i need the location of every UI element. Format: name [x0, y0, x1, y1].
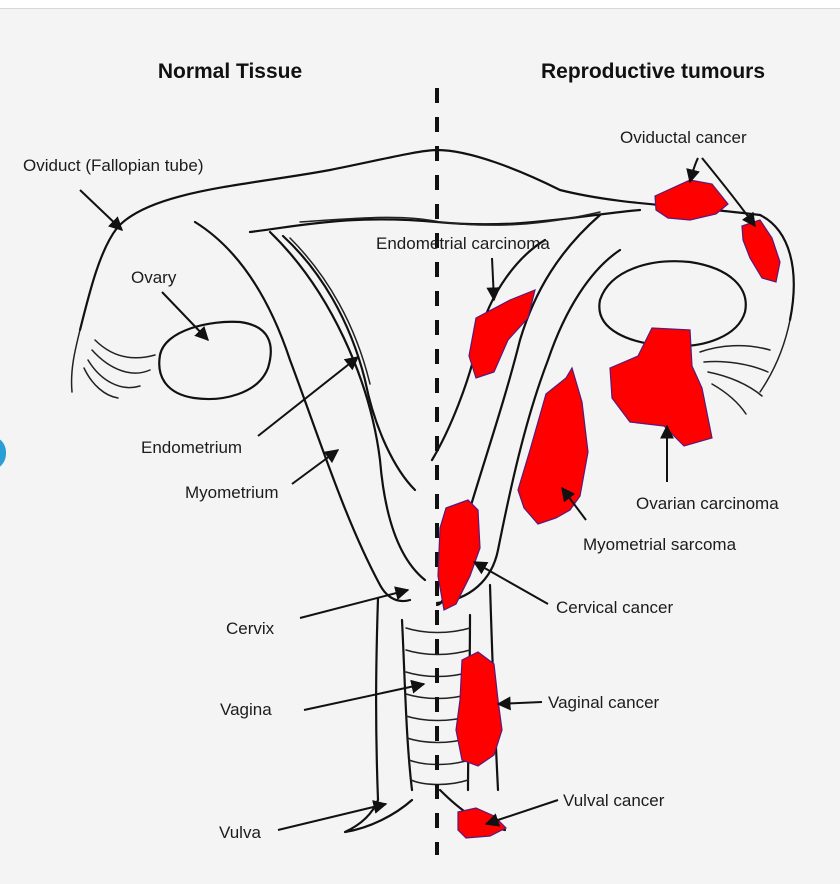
label-oviduct: Oviduct (Fallopian tube) [23, 156, 203, 175]
tumour-vaginal [455, 651, 503, 767]
label-myometrium: Myometrium [185, 483, 279, 502]
heading-normal-tissue: Normal Tissue [158, 60, 302, 83]
arrow-cervical [472, 561, 549, 605]
tumour-oviductal-upper [654, 179, 729, 221]
label-endometrial-carcinoma: Endometrial carcinoma [376, 234, 550, 253]
tumour-oviductal-lower [741, 219, 781, 283]
label-vaginal-cancer: Vaginal cancer [548, 693, 660, 712]
arrow-endometrial [486, 257, 501, 302]
arrow-vulval [484, 799, 559, 827]
arrow-vaginal [496, 696, 543, 711]
label-ovary: Ovary [131, 268, 177, 287]
tumour-vulval [457, 807, 508, 839]
tumour-ovarian [609, 327, 713, 447]
ovary-left [158, 320, 272, 401]
label-vulva: Vulva [219, 823, 261, 842]
normal-arrows [79, 189, 426, 831]
arrow-myometrial [561, 486, 587, 521]
label-cervix: Cervix [226, 619, 275, 638]
window-top-bar [0, 0, 840, 9]
arrow-cervix [299, 586, 410, 619]
arrow-vulva [277, 800, 388, 831]
label-vagina: Vagina [220, 700, 272, 719]
label-vulval-cancer: Vulval cancer [563, 791, 665, 810]
arrow-myometrium [291, 449, 340, 485]
ovary-right [598, 260, 747, 348]
heading-reproductive-tumours: Reproductive tumours [541, 60, 765, 83]
arrow-endometrium [257, 356, 360, 437]
arrow-oviductal-lower [701, 157, 756, 228]
tumour-myometrial [517, 366, 589, 525]
tumour-cervical [437, 499, 481, 611]
label-ovarian-carcinoma: Ovarian carcinoma [636, 494, 779, 513]
arrow-ovary [161, 291, 209, 342]
label-endometrium: Endometrium [141, 438, 242, 457]
fimbriae [70, 319, 791, 415]
arrow-oviduct [79, 189, 124, 231]
arrow-oviductal-upper [686, 157, 700, 184]
side-handle[interactable] [0, 436, 6, 470]
label-cervical-cancer: Cervical cancer [556, 598, 673, 617]
label-myometrial-sarcoma: Myometrial sarcoma [583, 535, 737, 554]
tumour-endometrial [468, 289, 536, 379]
label-oviductal-cancer: Oviductal cancer [620, 128, 747, 147]
tumour-arrows [472, 157, 756, 827]
arrow-vagina [303, 679, 426, 711]
